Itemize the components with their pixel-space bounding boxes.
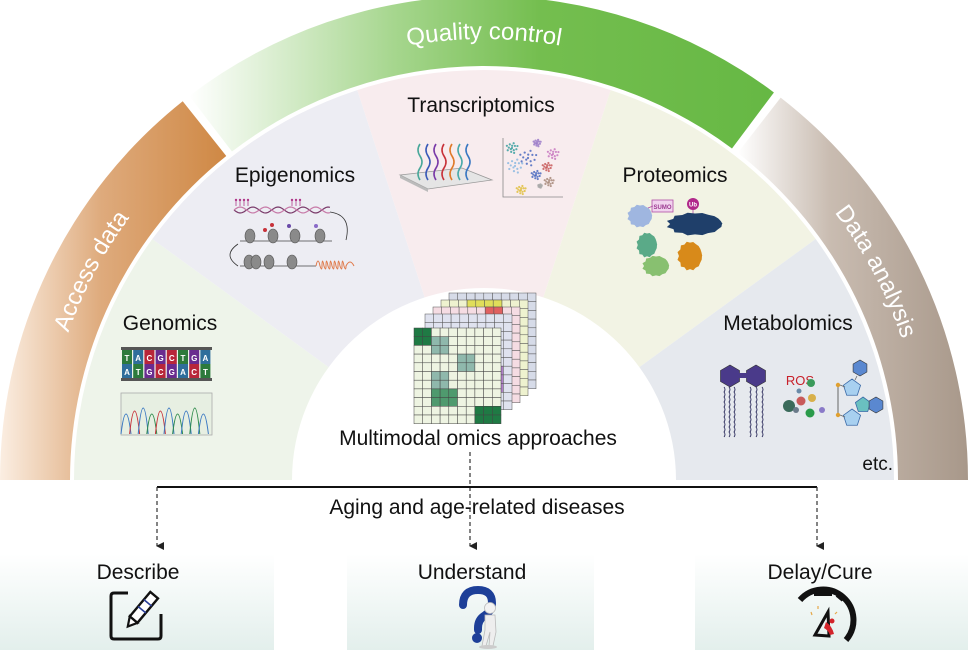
- svg-text:C: C: [147, 354, 153, 363]
- svg-text:A: A: [135, 354, 141, 363]
- svg-text:A: A: [203, 354, 209, 363]
- band-access: [0, 101, 227, 480]
- omics-label-genomics: Genomics: [123, 312, 218, 335]
- band-quality: [189, 0, 774, 152]
- band-analysis: [737, 97, 968, 480]
- outcome-label-delay: Delay/Cure: [767, 561, 872, 584]
- omics-sector-transcriptomics: [357, 70, 611, 300]
- connector-lines: [156, 452, 824, 550]
- svg-text:T: T: [125, 354, 130, 363]
- omics-sector-metabolomics: [637, 239, 894, 480]
- outer-band-ring: [0, 0, 968, 480]
- stopwatch-icon: [797, 586, 857, 642]
- center-label: Multimodal omics approaches: [339, 427, 617, 450]
- omics-sector-epigenomics: [152, 90, 426, 369]
- svg-text:C: C: [169, 354, 175, 363]
- svg-text:T: T: [181, 354, 186, 363]
- outcome-label-understand: Understand: [418, 561, 527, 584]
- protein-icon: SUMO Ub: [627, 198, 723, 277]
- etc-label: etc.: [862, 454, 893, 475]
- outcome-box-understand: [347, 554, 594, 650]
- rna-array-icon: [398, 143, 494, 192]
- svg-text:C: C: [158, 368, 164, 377]
- outcome-box-describe: [0, 554, 274, 650]
- svg-text:G: G: [146, 368, 152, 377]
- svg-text:G: G: [169, 368, 175, 377]
- svg-text:T: T: [203, 368, 208, 377]
- chromatin-icon: [229, 198, 355, 270]
- omics-label-proteomics: Proteomics: [622, 164, 727, 187]
- svg-text:T: T: [136, 368, 141, 377]
- svg-text:A: A: [124, 368, 130, 377]
- omics-label-metabolomics: Metabolomics: [723, 312, 853, 335]
- tsne-cluster-icon: [502, 138, 563, 198]
- aging-label: Aging and age-related diseases: [329, 496, 624, 519]
- omics-label-epigenomics: Epigenomics: [235, 164, 355, 187]
- omics-matrix-icon: [413, 292, 537, 424]
- ub-tag: Ub: [689, 203, 697, 209]
- chromatogram-icon: [120, 392, 213, 436]
- svg-text:G: G: [157, 354, 163, 363]
- svg-text:G: G: [191, 354, 197, 363]
- svg-text:C: C: [191, 368, 197, 377]
- matrix-layer-front: [413, 327, 502, 424]
- svg-text:A: A: [180, 368, 186, 377]
- omics-label-transcriptomics: Transcriptomics: [407, 94, 554, 117]
- sumo-tag: SUMO: [654, 205, 672, 211]
- metabolite-icon: ROS: [720, 359, 884, 438]
- edit-pencil-icon: [109, 590, 163, 641]
- outcome-label-describe: Describe: [97, 561, 180, 584]
- question-figure-icon: [459, 585, 497, 649]
- omics-ring: [74, 70, 894, 480]
